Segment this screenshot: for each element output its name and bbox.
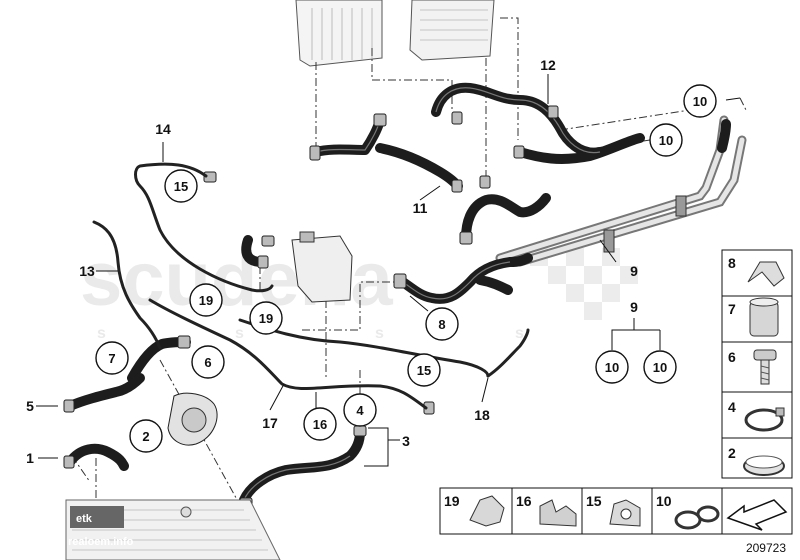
watermark-letter: s [375, 325, 384, 342]
watermark-letter: s [515, 325, 524, 342]
watermark-letter: s [97, 325, 106, 342]
callout-9: 9 [630, 263, 638, 279]
svg-text:19: 19 [199, 293, 213, 308]
arrow-icon [726, 499, 788, 531]
svg-text:4: 4 [728, 399, 736, 415]
hose-fittings [63, 105, 559, 511]
callout-13: 13 [79, 263, 95, 279]
brand-logo: etk realoem.info [68, 506, 134, 548]
svg-text:4: 4 [356, 403, 364, 418]
watermark-letter: s [235, 325, 244, 342]
brand-logo-text: etk [76, 513, 93, 525]
intercooler-left [295, 0, 383, 67]
svg-text:6: 6 [728, 349, 736, 365]
hose-ribbing [243, 87, 601, 501]
callout-6: 6 [191, 345, 225, 379]
callout-10-a: 10 [683, 84, 717, 118]
callout-9-group: 9 [630, 299, 638, 315]
spring-clamp-icon [744, 407, 785, 432]
legend-item-6: 6 [728, 349, 777, 385]
svg-text:16: 16 [516, 493, 532, 509]
callout-10-d: 10 [643, 350, 677, 384]
callout-7: 7 [95, 341, 129, 375]
svg-text:7: 7 [728, 301, 736, 317]
legend-item-8: 8 [728, 255, 785, 287]
callout-15-top: 15 [164, 169, 198, 203]
brand-site-text: realoem.info [68, 536, 134, 548]
callout-5: 5 [26, 398, 34, 414]
svg-text:8: 8 [728, 255, 736, 271]
svg-text:10: 10 [656, 493, 672, 509]
svg-text:10: 10 [693, 94, 707, 109]
svg-text:10: 10 [659, 133, 673, 148]
legend-item-4: 4 [728, 399, 785, 432]
svg-text:6: 6 [204, 355, 211, 370]
legend-item-2: 2 [728, 445, 785, 476]
band-clamp-icon [743, 455, 785, 476]
svg-text:10: 10 [653, 360, 667, 375]
callout-16: 16 [303, 407, 337, 441]
svg-text:2: 2 [142, 429, 149, 444]
callout-2: 2 [129, 419, 163, 453]
callout-15-mid: 15 [407, 353, 441, 387]
bleed-lines [92, 162, 530, 410]
callout-1: 1 [26, 450, 34, 466]
sleeve-icon [749, 297, 779, 337]
hose-clamp-icon [674, 505, 720, 530]
legend-item-10: 10 [656, 493, 720, 530]
svg-text:7: 7 [108, 351, 115, 366]
legend-item-7: 7 [728, 297, 779, 337]
legend-item-19: 19 [444, 493, 505, 527]
callout-8: 8 [425, 307, 459, 341]
callout-11: 11 [413, 200, 428, 216]
callout-17: 17 [262, 415, 278, 431]
bracket-icon [469, 495, 505, 527]
legend-item-15: 15 [586, 493, 641, 527]
callouts: 14 15 12 10 10 11 13 19 19 9 8 9 10 10 7… [26, 57, 717, 466]
callout-18: 18 [474, 407, 490, 423]
holder-icon [539, 499, 577, 527]
svg-text:19: 19 [259, 311, 273, 326]
intercooler-right [409, 0, 495, 61]
expansion-tank [291, 231, 353, 303]
svg-text:15: 15 [417, 363, 431, 378]
double-clip-icon [609, 499, 641, 527]
water-pump [167, 392, 218, 446]
callout-12: 12 [540, 57, 556, 73]
doc-number: 209723 [746, 541, 786, 555]
svg-text:16: 16 [313, 417, 327, 432]
callout-10-b: 10 [649, 123, 683, 157]
callout-19-b: 19 [249, 301, 283, 335]
callout-4: 4 [343, 393, 377, 427]
clip-icon [747, 261, 785, 287]
callout-10-c: 10 [595, 350, 629, 384]
callout-14: 14 [155, 121, 171, 137]
callout-19-a: 19 [189, 283, 223, 317]
bolt-icon [753, 349, 777, 385]
svg-text:10: 10 [605, 360, 619, 375]
legend-bottom: 19 16 15 10 [439, 487, 793, 535]
svg-text:8: 8 [438, 317, 445, 332]
svg-text:2: 2 [728, 445, 736, 461]
legend-side: 8 7 6 4 2 [721, 249, 793, 479]
legend-item-16: 16 [516, 493, 577, 527]
callout-3: 3 [402, 433, 410, 449]
svg-text:15: 15 [586, 493, 602, 509]
svg-text:15: 15 [174, 179, 188, 194]
svg-text:19: 19 [444, 493, 460, 509]
